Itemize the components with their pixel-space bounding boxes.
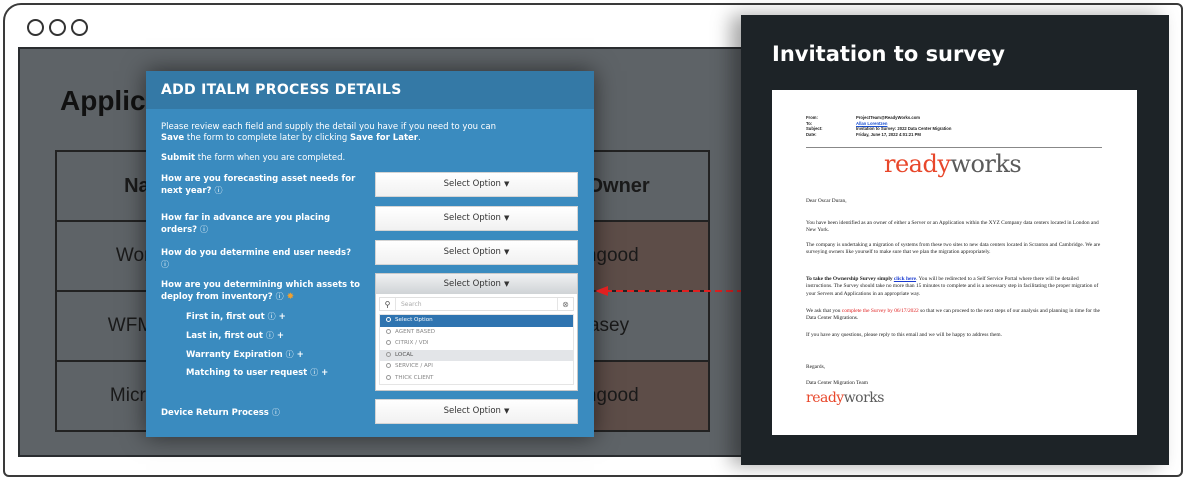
window-controls xyxy=(27,19,88,36)
window-control-circle-icon[interactable] xyxy=(27,19,44,36)
forecasting-select[interactable]: Select Option▼ xyxy=(375,172,578,197)
info-icon[interactable]: ⓘ xyxy=(267,312,276,321)
orders-select[interactable]: Select Option▼ xyxy=(375,206,578,231)
sub-option-lifo: Last in, first out ⓘ + xyxy=(186,331,284,341)
cell-owner: engood xyxy=(573,360,710,432)
dropdown-search-input[interactable]: Search xyxy=(401,301,422,308)
window-control-circle-icon[interactable] xyxy=(71,19,88,36)
dropdown-search: ⚲ Search ⊗ xyxy=(379,297,574,311)
plus-icon[interactable]: + xyxy=(278,312,286,322)
end-user-needs-select[interactable]: Select Option▼ xyxy=(375,240,578,265)
radio-icon xyxy=(386,317,391,322)
info-icon[interactable]: ⓘ xyxy=(275,292,284,301)
dropdown-option[interactable]: AGENT BASED xyxy=(380,327,573,339)
cell-owner: engood xyxy=(573,220,710,292)
survey-link[interactable]: click here xyxy=(893,276,917,282)
dropdown-options-list: Select Option AGENT BASED CITRIX / VDI L… xyxy=(379,314,574,385)
info-icon[interactable]: ⓘ xyxy=(200,225,209,234)
dropdown-option[interactable]: LOCAL xyxy=(380,349,573,361)
question-end-user-needs: How do you determine end user needs? ⓘ xyxy=(161,248,351,269)
plus-icon[interactable]: + xyxy=(321,368,329,378)
info-icon[interactable]: ⓘ xyxy=(214,186,223,195)
deploy-inventory-dropdown[interactable]: Select Option▼ ⚲ Search ⊗ Select Option … xyxy=(375,273,578,391)
readyworks-logo-small: readyworks xyxy=(806,390,884,406)
plus-icon[interactable]: + xyxy=(276,331,284,341)
radio-icon xyxy=(386,340,391,345)
clear-search-icon[interactable]: ⊗ xyxy=(557,298,573,310)
question-forecasting: How are you forecasting asset needs for … xyxy=(161,174,356,196)
email-to[interactable]: Allan Lorentzen xyxy=(856,120,888,126)
email-paragraph: If you have any questions, please reply … xyxy=(806,332,1002,338)
radio-icon xyxy=(386,363,391,368)
device-return-select[interactable]: Select Option▼ xyxy=(375,399,578,424)
sub-option-warranty: Warranty Expiration ⓘ + xyxy=(186,350,304,360)
modal-title: ADD ITALM PROCESS DETAILS xyxy=(146,71,594,109)
email-from: ProjectTeam@ReadyWorks.com xyxy=(856,115,920,120)
caret-down-icon: ▼ xyxy=(503,280,510,288)
info-icon[interactable]: ⓘ xyxy=(310,368,319,377)
required-marker-icon: ✸ xyxy=(286,292,295,302)
survey-invitation-panel: Invitation to survey From:ProjectTeam@Re… xyxy=(741,15,1169,465)
info-icon[interactable]: ⓘ xyxy=(161,260,169,269)
panel-title: Invitation to survey xyxy=(772,42,1005,66)
info-icon[interactable]: ⓘ xyxy=(271,408,280,417)
radio-icon xyxy=(386,351,391,357)
dropdown-option[interactable]: Select Option xyxy=(380,315,573,327)
sub-option-fifo: First in, first out ⓘ + xyxy=(186,312,286,322)
window-control-circle-icon[interactable] xyxy=(49,19,66,36)
plus-icon[interactable]: + xyxy=(296,350,304,360)
question-deploy-inventory: How are you determining which assets to … xyxy=(161,280,360,302)
submit-instructions: Submit the form when you are completed. xyxy=(161,153,346,163)
caret-down-icon: ▼ xyxy=(503,214,510,222)
dropdown-option[interactable]: CITRIX / VDI xyxy=(380,338,573,350)
search-icon: ⚲ xyxy=(380,298,396,310)
info-icon[interactable]: ⓘ xyxy=(265,331,274,340)
email-paragraph: To take the Ownership Survey simply clic… xyxy=(806,276,1099,297)
cell-owner: Casey xyxy=(573,290,710,362)
caret-down-icon: ▼ xyxy=(503,248,510,256)
readyworks-logo: readyworks xyxy=(884,150,1022,178)
process-details-modal: ADD ITALM PROCESS DETAILS Please review … xyxy=(146,71,594,437)
dropdown-option[interactable]: SERVICE / API xyxy=(380,361,573,373)
sub-option-matching: Matching to user request ⓘ + xyxy=(186,368,329,378)
dropdown-option[interactable]: THICK CLIENT xyxy=(380,373,573,385)
email-preview: From:ProjectTeam@ReadyWorks.com To:Allan… xyxy=(772,90,1137,435)
info-icon[interactable]: ⓘ xyxy=(285,350,294,359)
radio-icon xyxy=(386,374,391,380)
column-header-owner[interactable]: t Owner xyxy=(573,150,710,222)
page-title: Applic xyxy=(60,85,146,116)
caret-down-icon: ▼ xyxy=(503,180,510,188)
email-greeting: Dear Oscar Duran, xyxy=(806,198,847,204)
modal-instructions: Please review each field and supply the … xyxy=(161,122,496,143)
dropdown-toggle[interactable]: Select Option▼ xyxy=(376,274,577,294)
caret-down-icon: ▼ xyxy=(503,407,510,415)
email-regards: Regards, xyxy=(806,364,826,370)
email-header: From:ProjectTeam@ReadyWorks.com To:Allan… xyxy=(806,115,952,137)
email-paragraph: You have been identified as an owner of … xyxy=(806,220,1099,234)
divider xyxy=(806,147,1102,148)
email-paragraph: The company is undertaking a migration o… xyxy=(806,242,1101,256)
question-device-return: Device Return Process ⓘ xyxy=(161,408,280,418)
question-orders: How far in advance are you placing order… xyxy=(161,213,331,235)
email-date: Friday, June 17, 2022 4:01:21 PM xyxy=(856,131,921,137)
email-signature: Data Center Migration Team xyxy=(806,380,868,386)
radio-icon xyxy=(386,328,391,334)
email-paragraph: We ask that you complete the Survey by 0… xyxy=(806,308,1100,322)
email-subject: Invitation to Survey: 2022 Data Center M… xyxy=(856,126,952,131)
